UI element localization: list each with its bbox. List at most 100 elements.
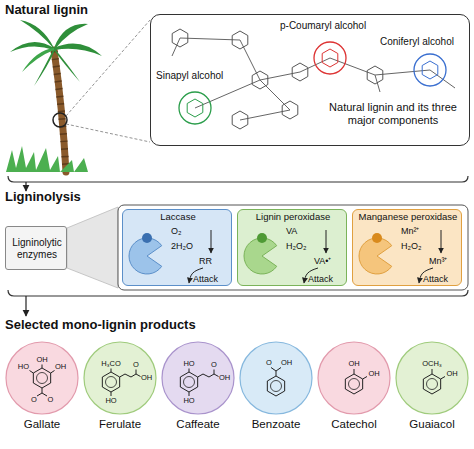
reaction-species: 2H₂O	[171, 241, 193, 251]
reaction-species: Attack	[308, 274, 333, 284]
down-arrow	[25, 296, 26, 316]
zoom-line	[66, 20, 150, 116]
benzene-ring	[180, 372, 197, 392]
atom-label: O	[211, 361, 217, 370]
section-heading: Selected mono-lignin products	[5, 318, 196, 333]
chemical-bond	[432, 369, 433, 374]
benzene-ring	[267, 376, 284, 396]
enzyme-shape	[129, 238, 162, 274]
reaction-species: RR	[199, 256, 212, 266]
trunk	[54, 50, 66, 172]
product-name: Gallate	[3, 418, 81, 431]
atom-label: OH	[348, 360, 359, 369]
bracket	[8, 290, 468, 296]
aromatic-circle	[349, 379, 360, 390]
enzyme-panel: Lignin peroxidaseVA H₂O₂ VA•⁺ Attack	[237, 209, 347, 286]
benzene-ring	[345, 374, 362, 394]
reaction-species: VA•⁺	[314, 256, 332, 266]
chemical-bond	[276, 368, 281, 372]
atom-label: OH	[447, 370, 458, 379]
chemical-bond	[42, 388, 43, 393]
atom-label: O	[31, 396, 37, 405]
reaction-arrow	[326, 230, 327, 253]
chemical-bond	[111, 369, 112, 373]
product-name: Ferulate	[81, 418, 159, 431]
active-site	[257, 233, 267, 243]
atom-label: OH	[281, 359, 292, 368]
enzyme-panel: Manganese peroxidaseMn²⁺ H₂O₂ Mn³⁺ Attack	[352, 209, 462, 286]
enzyme-name: Manganese peroxidase	[353, 212, 463, 223]
bracket	[8, 176, 468, 182]
product-disc	[6, 342, 78, 414]
unit-label: Coniferyl alcohol	[380, 36, 454, 48]
unit-highlight	[414, 54, 446, 86]
product-name: Benzoate	[237, 418, 315, 431]
reaction-species: Attack	[193, 274, 218, 284]
unit-highlight	[179, 92, 211, 124]
atom-label: HO	[18, 363, 29, 372]
palm-leaves	[10, 20, 102, 86]
atom-label: OH	[141, 374, 152, 383]
section-heading: Ligninolysis	[5, 190, 81, 205]
product-disc	[84, 342, 156, 414]
atom-label: OH	[36, 356, 47, 365]
chemical-bond	[37, 393, 42, 396]
aromatic-circle	[106, 377, 117, 388]
chemical-bond	[271, 368, 276, 372]
product-circle: BenzoateOOH	[237, 340, 315, 436]
chemical-bond	[214, 374, 219, 377]
product-circle: GallateOHHOOHOO	[3, 340, 81, 436]
product-name: Guaiacol	[393, 418, 471, 431]
aromatic-circle	[427, 379, 438, 390]
active-site	[372, 233, 382, 243]
chemical-bond	[120, 374, 136, 377]
enzyme-panel: LaccaseO₂ 2H₂O RR Attack	[122, 209, 232, 286]
chemical-bond	[214, 370, 215, 375]
zoom-line	[66, 124, 150, 142]
reaction-arrow	[441, 230, 442, 253]
section-heading: Natural lignin	[5, 3, 88, 18]
reaction-species: Attack	[423, 274, 448, 284]
aromatic-circle	[184, 377, 195, 388]
palm-tree	[10, 20, 102, 172]
chemical-bond	[136, 374, 141, 377]
reaction-species: O₂	[171, 226, 182, 236]
reaction-arrow	[211, 230, 212, 253]
chemical-bond	[363, 377, 367, 380]
enzyme-name: Lignin peroxidase	[238, 212, 348, 223]
enzyme-label-box: Ligninolytic enzymes	[5, 226, 67, 270]
product-circle: CaffeateHOOOHHO	[159, 340, 237, 436]
benzene-ring	[33, 368, 50, 388]
product-circle: Guaiacol OCH₃ OH	[393, 340, 471, 436]
reaction-species: H₂O₂	[286, 241, 307, 251]
product-disc	[162, 342, 234, 414]
chemical-bond	[51, 371, 55, 374]
product-name: Catechol	[315, 418, 393, 431]
chemical-bond	[354, 369, 355, 374]
reaction-species: Mn²⁺	[401, 226, 420, 236]
grass	[6, 146, 88, 172]
reaction-species: Mn³⁺	[429, 256, 448, 266]
aromatic-circle	[271, 381, 282, 392]
zoom-circle	[53, 113, 67, 127]
chemical-bond	[111, 392, 112, 396]
product-circle: FerulateH₃COOOHHO	[81, 340, 159, 436]
atom-label: OH	[369, 370, 380, 379]
atom-label: HO	[105, 397, 116, 406]
reaction-species: VA	[286, 226, 297, 236]
chemical-bond	[42, 393, 47, 396]
chemical-bond	[30, 371, 34, 374]
atom-label: OCH₃	[422, 360, 442, 369]
atom-label: O	[133, 361, 139, 370]
active-site	[142, 233, 152, 243]
chemical-bond	[189, 369, 190, 373]
reaction-species: H₂O₂	[401, 241, 422, 251]
enzyme-shape	[244, 238, 277, 274]
aromatic-circle	[37, 373, 48, 384]
unit-label: p-Coumaryl alcohol	[280, 20, 366, 32]
atom-label: O	[48, 396, 54, 405]
enzyme-name: Laccase	[123, 212, 233, 223]
benzene-ring	[102, 372, 119, 392]
product-disc	[240, 342, 312, 414]
unit-label: Sinapyl alcohol	[156, 70, 223, 82]
